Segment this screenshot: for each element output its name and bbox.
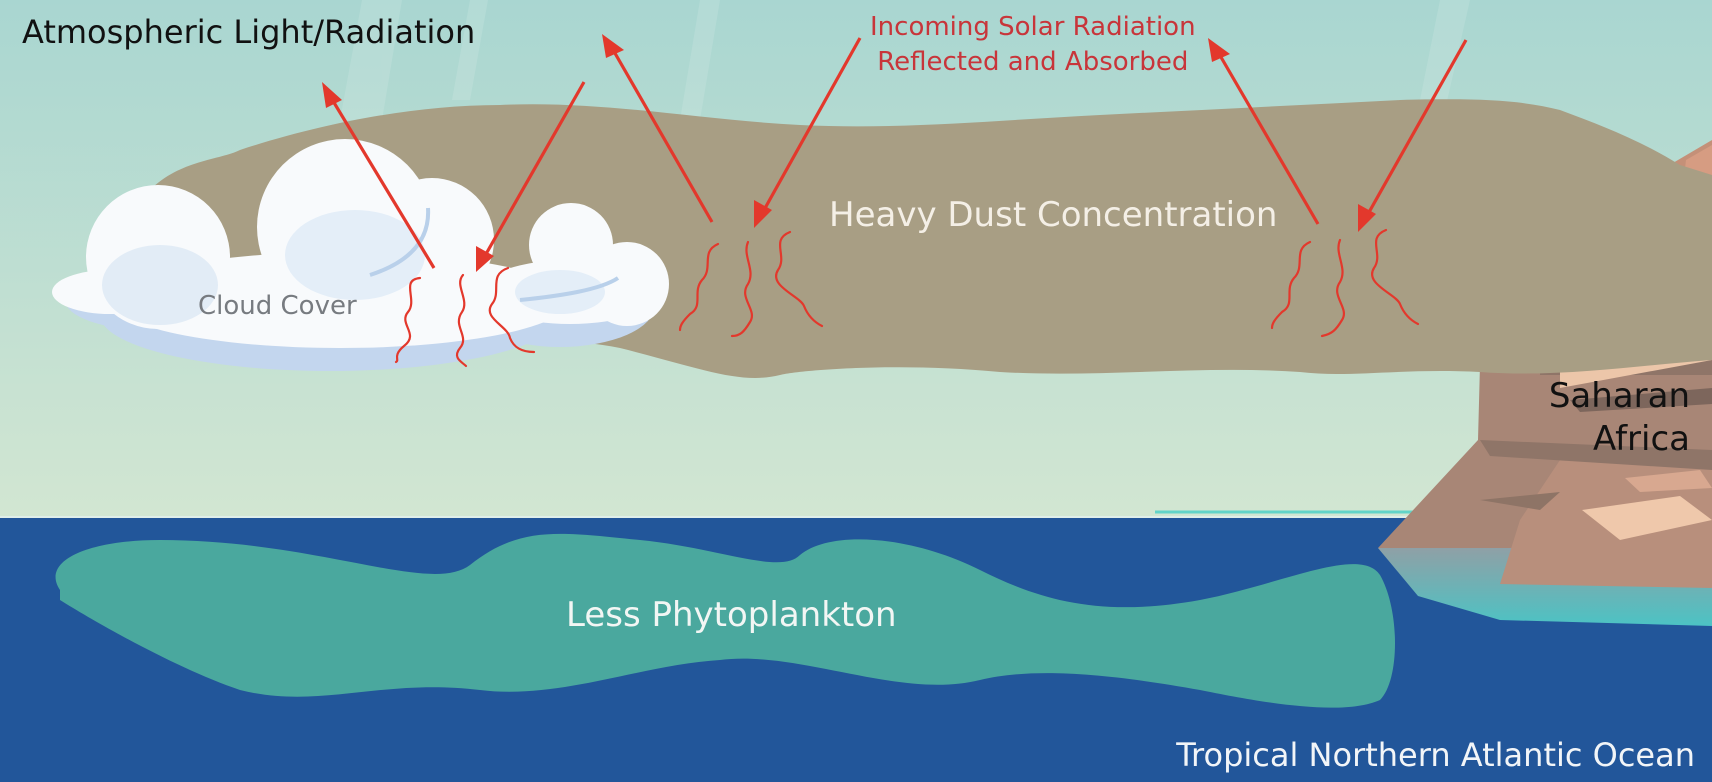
reflected-arrow-cloud bbox=[322, 82, 436, 269]
radiation-arrows bbox=[322, 34, 1468, 272]
incoming-arrow-dust-2 bbox=[1358, 39, 1468, 232]
absorption-squiggles bbox=[394, 228, 1420, 368]
reflected-arrow-dust-1 bbox=[602, 34, 714, 223]
solar-radiation-label: Incoming Solar Radiation Reflected and A… bbox=[870, 10, 1196, 80]
cloud-label: Cloud Cover bbox=[198, 291, 357, 321]
ocean-label: Tropical Northern Atlantic Ocean bbox=[1176, 736, 1695, 774]
sky-light-streaks bbox=[340, 0, 1470, 120]
phytoplankton-bloom bbox=[55, 533, 1396, 708]
solar-radiation-label-line2: Reflected and Absorbed bbox=[877, 47, 1189, 77]
dust-label: Heavy Dust Concentration bbox=[829, 195, 1278, 235]
incoming-arrow-dust-1 bbox=[754, 37, 862, 228]
plankton-label: Less Phytoplankton bbox=[566, 595, 897, 635]
reflected-arrow-dust-2 bbox=[1208, 38, 1320, 225]
land-label-line2: Africa bbox=[1593, 419, 1690, 459]
cloud bbox=[52, 139, 669, 371]
land-label-line1: Saharan bbox=[1548, 376, 1690, 416]
land-label: Saharan Africa bbox=[1549, 375, 1690, 461]
incoming-arrow-cloud bbox=[476, 81, 586, 272]
solar-radiation-label-line1: Incoming Solar Radiation bbox=[870, 12, 1196, 42]
diagram-title: Atmospheric Light/Radiation bbox=[22, 13, 476, 51]
